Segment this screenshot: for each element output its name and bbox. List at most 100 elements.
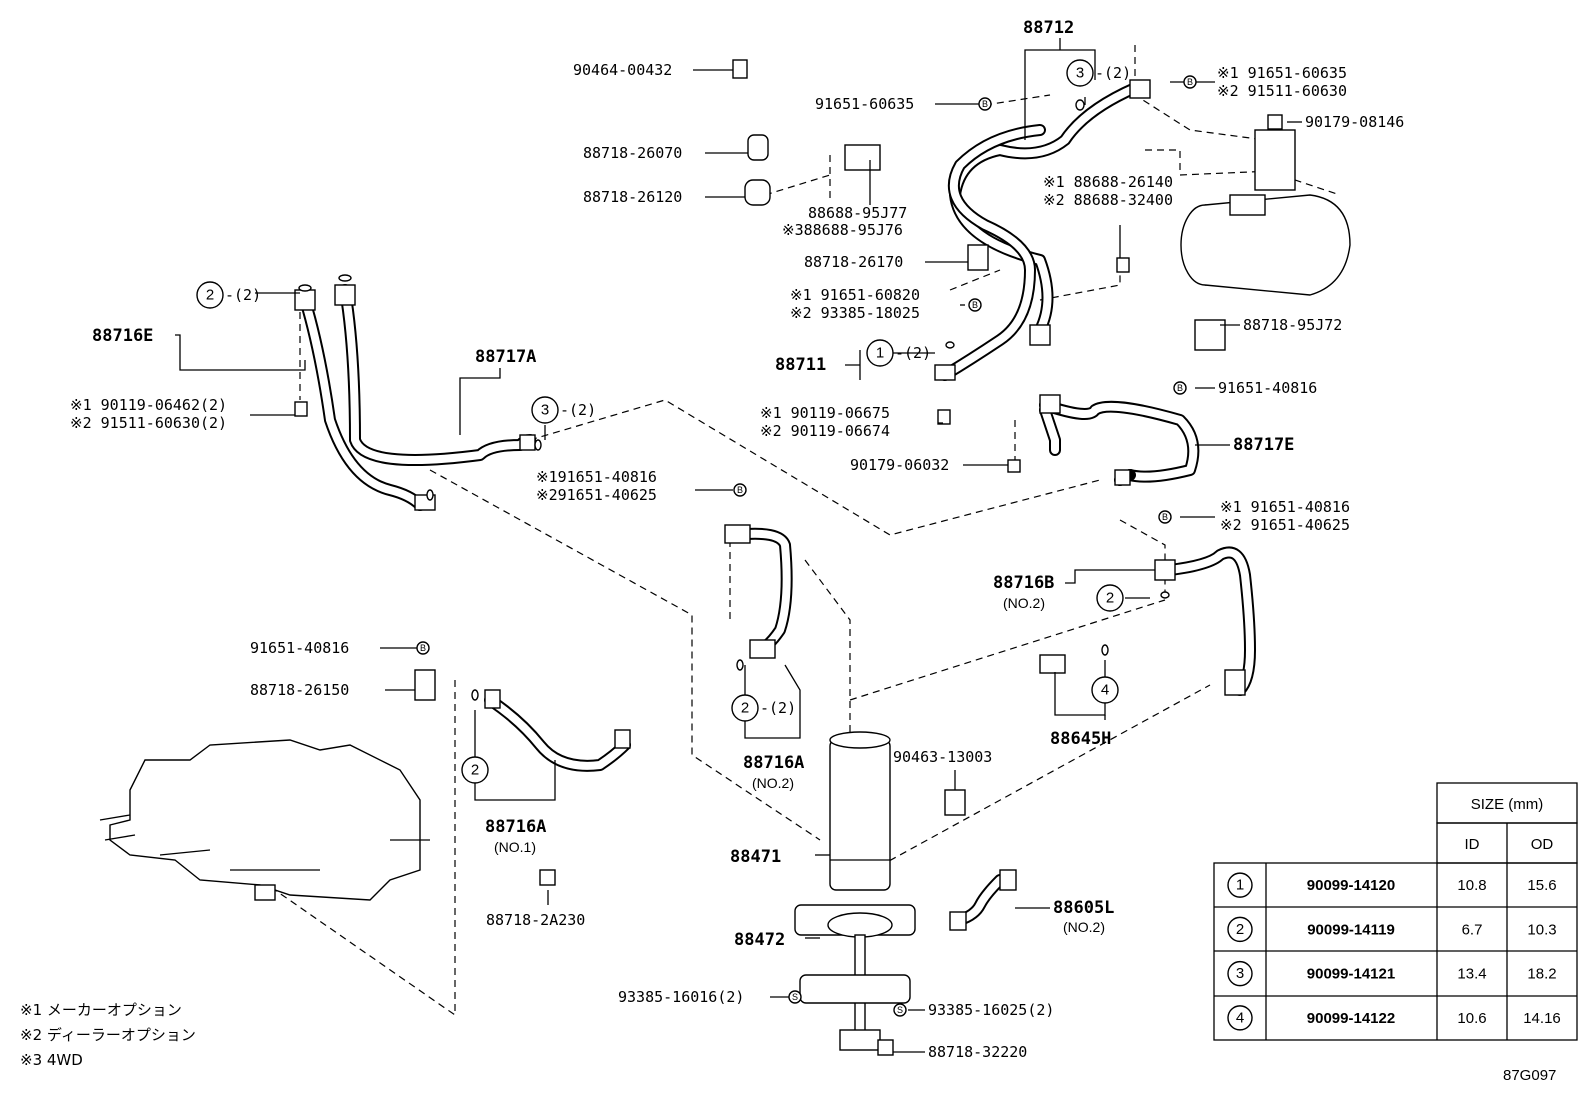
label-88712: 88712 xyxy=(1023,18,1074,38)
o-ring xyxy=(338,274,352,282)
label-88605L-no: (NO.2) xyxy=(1063,919,1105,935)
bolt xyxy=(294,401,308,417)
size-table-od: 15.6 xyxy=(1527,877,1556,894)
ref-circle-3 xyxy=(531,396,559,424)
svg-text:B: B xyxy=(1177,383,1183,393)
label-93385-18025: ※2 93385-18025 xyxy=(790,304,920,322)
size-table-ref-circle xyxy=(1227,916,1253,943)
svg-text:B: B xyxy=(737,485,743,495)
size-table-id: 6.7 xyxy=(1462,921,1483,938)
clamp-88718-26170 xyxy=(967,244,989,271)
label-91651-60635: 91651-60635 xyxy=(815,95,914,113)
label-88718-32220: 88718-32220 xyxy=(928,1043,1027,1061)
label-91651-60635-r: ※1 91651-60635 xyxy=(1217,64,1347,82)
ref-circle-3 xyxy=(1066,59,1094,87)
label-91651-40625-rr: ※2 91651-40625 xyxy=(1220,516,1350,534)
label-93385-16025: 93385-16025(2) xyxy=(928,1001,1054,1019)
fitting xyxy=(1129,79,1151,99)
label-88716A-no1: 88716A xyxy=(485,817,546,837)
note-3: ※3 4WD xyxy=(20,1051,83,1069)
label-88688-95J77: 88688-95J77 xyxy=(808,204,907,222)
part-90464-00432 xyxy=(732,59,748,79)
svg-text:S: S xyxy=(792,992,798,1002)
size-table-id: 10.8 xyxy=(1457,877,1486,894)
size-table-ref-num: 4 xyxy=(1236,1009,1244,1026)
o-ring xyxy=(1075,99,1085,111)
label-91651-60820: ※1 91651-60820 xyxy=(790,286,920,304)
ref-num: 4 xyxy=(1101,682,1109,699)
label-88716A-no2-sub: (NO.2) xyxy=(752,775,794,791)
parts xyxy=(99,59,1351,1056)
label-91651-40625-c: ※291651-40625 xyxy=(536,486,657,504)
size-table-title: SIZE (mm) xyxy=(1471,796,1544,813)
fitting xyxy=(519,434,536,451)
label-88716A-no1-sub: (NO.1) xyxy=(494,839,536,855)
size-table-ref-num: 2 xyxy=(1236,921,1244,938)
label-88471: 88471 xyxy=(730,847,781,867)
ref-circle-4 xyxy=(1091,676,1119,704)
part-90179-08146 xyxy=(1267,114,1283,130)
label-88688-26140: ※1 88688-26140 xyxy=(1043,173,1173,191)
fitting xyxy=(749,639,776,659)
size-table-ref-num: 3 xyxy=(1236,965,1244,982)
bolt-marks: B B B B B B B S S xyxy=(416,75,1197,1017)
label-88716E: 88716E xyxy=(92,326,153,346)
svg-text:B: B xyxy=(1187,77,1193,87)
size-table-ref-circle xyxy=(1227,1005,1253,1031)
label-91651-40816-rr: ※1 91651-40816 xyxy=(1220,498,1350,516)
ref-circle-1 xyxy=(866,339,894,367)
o-ring xyxy=(1101,644,1109,656)
label-88718-26170: 88718-26170 xyxy=(804,253,903,271)
evaporator-unit xyxy=(99,739,430,901)
fitting xyxy=(724,524,751,544)
label-88688-32400: ※2 88688-32400 xyxy=(1043,191,1173,209)
pressure-switch xyxy=(1039,654,1066,674)
bolt xyxy=(1116,257,1130,273)
qty: -(2) xyxy=(1095,64,1131,82)
size-table-col-od: OD xyxy=(1531,836,1554,853)
label-91511-60630-2: ※2 91511-60630(2) xyxy=(70,414,227,432)
nut xyxy=(1007,459,1021,473)
receiver-dryer xyxy=(829,731,891,891)
size-table-part: 90099-14119 xyxy=(1307,921,1395,938)
dashed-guides xyxy=(274,45,1341,1017)
fitting xyxy=(1039,394,1061,414)
label-88718-95J72: 88718-95J72 xyxy=(1243,316,1342,334)
label-93385-16016: 93385-16016(2) xyxy=(618,988,744,1006)
label-88717E: 88717E xyxy=(1233,435,1294,455)
figure-code: 87G097 xyxy=(1503,1067,1556,1084)
size-table-id: 10.6 xyxy=(1457,1010,1486,1027)
fitting xyxy=(614,729,631,749)
o-ring xyxy=(1160,591,1170,599)
bolt xyxy=(937,409,951,425)
ref-num: 2 xyxy=(206,287,214,304)
size-table-ref-num: 1 xyxy=(1236,877,1244,894)
label-91651-40816-l: 91651-40816 xyxy=(250,639,349,657)
label-88716B-no: (NO.2) xyxy=(1003,595,1045,611)
note-2: ※2 ディーラーオプション xyxy=(20,1026,196,1044)
label-90464-00432: 90464-00432 xyxy=(573,61,672,79)
ref-num: 3 xyxy=(541,402,549,419)
clamp-88718-2A230 xyxy=(539,869,556,886)
label-88688-95J76: ※388688-95J76 xyxy=(782,221,903,239)
refrigerant-pipes xyxy=(299,82,1256,926)
fitting xyxy=(1154,559,1176,581)
label-88718-26070: 88718-26070 xyxy=(583,144,682,162)
svg-text:B: B xyxy=(420,643,426,653)
clamp-88718-26070 xyxy=(747,134,769,161)
clamp-90463-13003 xyxy=(944,789,966,816)
label-88716B: 88716B xyxy=(993,573,1054,593)
size-table-part: 90099-14121 xyxy=(1307,966,1395,983)
label-90179-08146: 90179-08146 xyxy=(1305,113,1404,131)
fitting xyxy=(484,689,501,709)
qty: -(2) xyxy=(760,699,796,717)
fitting xyxy=(934,364,956,381)
o-ring xyxy=(534,439,542,451)
label-90119-06462: ※1 90119-06462(2) xyxy=(70,396,227,414)
part-labels: 88712 90464-00432 91651-60635 ※1 91651-6… xyxy=(70,18,1404,1061)
clip-88718-32220 xyxy=(877,1039,894,1056)
ref-num: 1 xyxy=(876,345,884,362)
